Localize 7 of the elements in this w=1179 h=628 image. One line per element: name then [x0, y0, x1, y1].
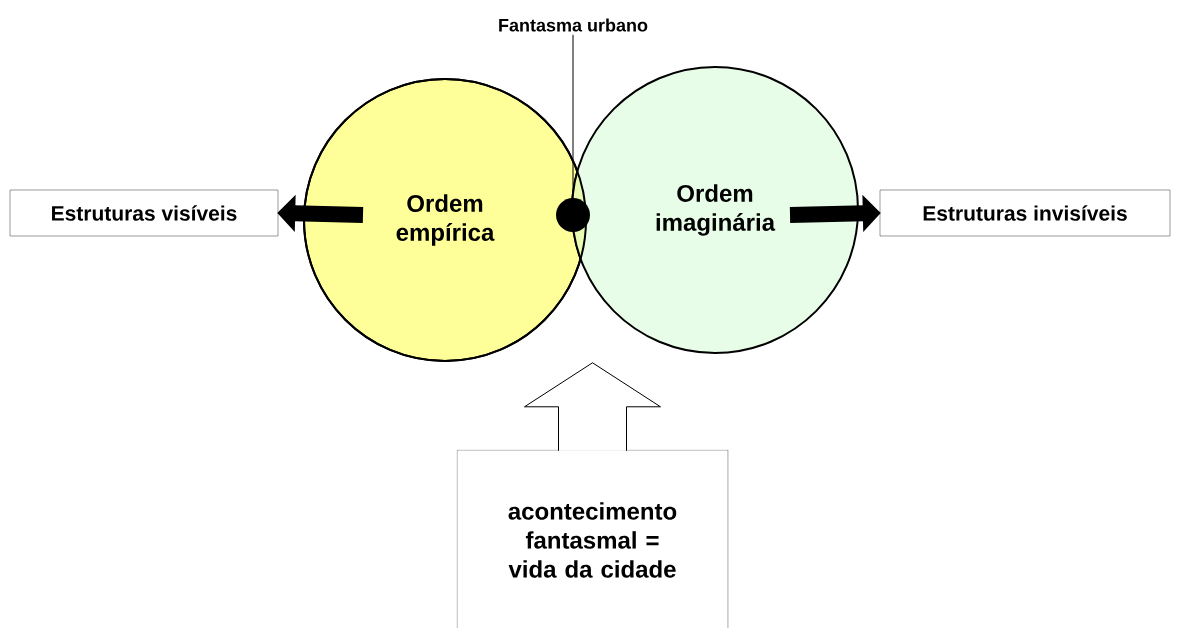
- dot-marker: [556, 198, 590, 232]
- title-text: Fantasma urbano: [499, 18, 648, 32]
- leader-line: [572, 34, 574, 199]
- callout-box: acontecimento fantasmal = vida da cidade: [456, 449, 729, 628]
- label-box: Estruturas visíveis: [9, 189, 279, 237]
- hollow-arrow: [524, 362, 661, 452]
- label-box: Estruturas invisíveis: [879, 189, 1171, 237]
